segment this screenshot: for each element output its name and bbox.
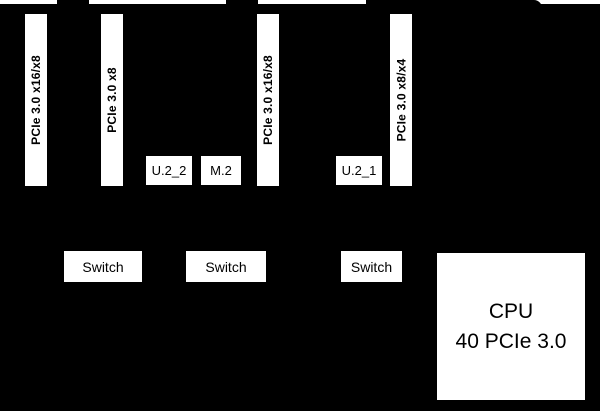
pcie-slot-1-label: PCIe 3.0 x16/x8 [29,55,44,145]
pcie-slot-3-label: PCIe 3.0 x16/x8 [261,55,276,145]
device-u2-1-label: U.2_1 [341,163,377,178]
device-u2-1: U.2_1 [336,156,382,185]
switch-1: Switch [64,251,142,282]
top-edge-tab-2 [226,0,258,10]
device-u2-2-label: U.2_2 [151,163,187,178]
pcie-slot-4: PCIe 3.0 x8/x4 [390,14,412,186]
switch-3: Switch [341,251,402,282]
top-edge-tab-3 [366,0,398,10]
device-u2-2: U.2_2 [146,156,192,185]
switch-3-label: Switch [350,258,393,275]
switch-2-label: Switch [205,258,247,275]
top-edge-tab-1 [57,0,89,10]
pcie-slot-1: PCIe 3.0 x16/x8 [25,14,47,186]
pcie-slot-3: PCIe 3.0 x16/x8 [257,14,279,186]
switch-1-label: Switch [82,258,124,275]
device-m2: M.2 [201,156,241,185]
cpu-block: CPU 40 PCIe 3.0 [437,253,585,400]
cpu-lanes: 40 PCIe 3.0 [455,329,567,353]
device-m2-label: M.2 [210,163,232,178]
pcie-slot-4-label: PCIe 3.0 x8/x4 [394,58,409,142]
cpu-name: CPU [488,300,534,324]
switch-2: Switch [186,251,266,282]
top-edge-rounded-box [388,0,542,16]
pcie-slot-2: PCIe 3.0 x8 [101,14,123,186]
pcie-slot-2-label: PCIe 3.0 x8 [105,67,120,133]
